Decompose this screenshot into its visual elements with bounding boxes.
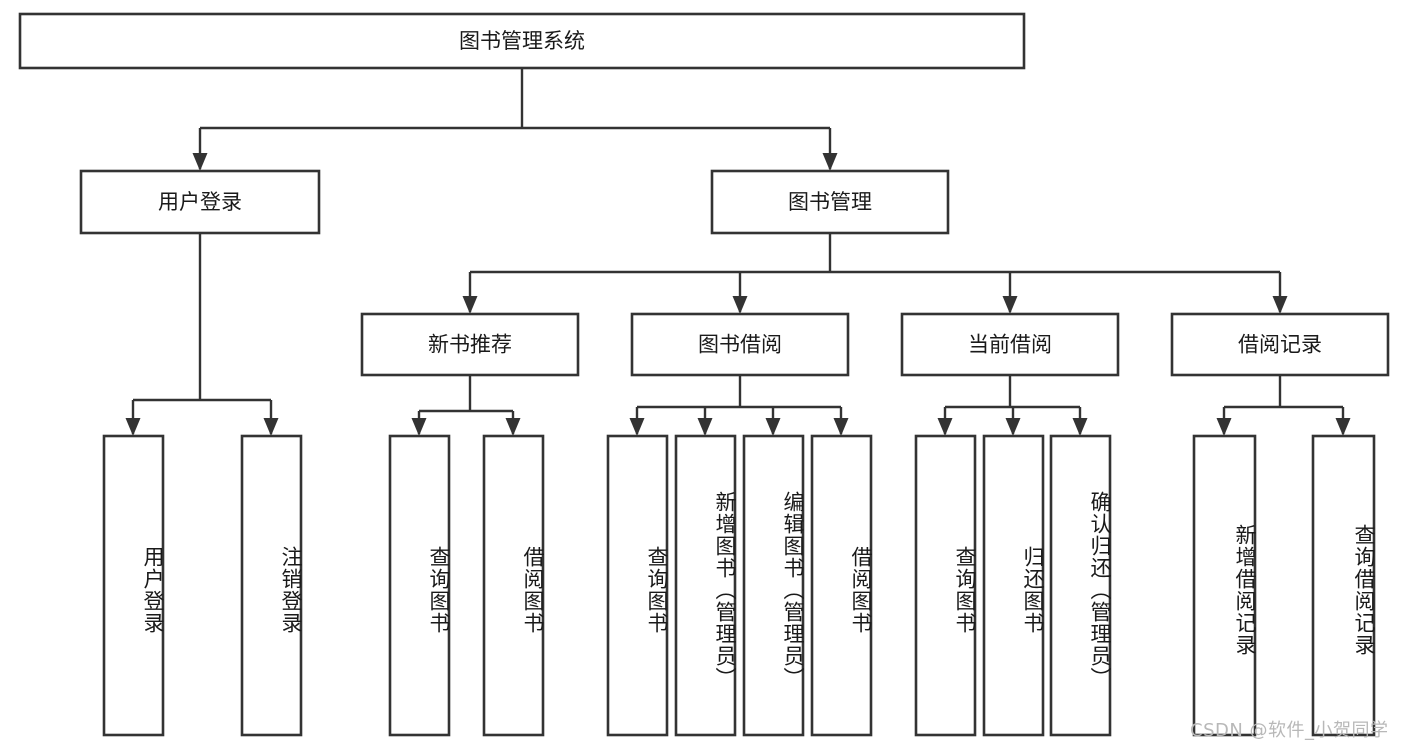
node-user-login-label: 用户登录 bbox=[158, 190, 242, 214]
arrow-head bbox=[697, 418, 713, 436]
arrow-head bbox=[1002, 296, 1018, 314]
arrow-head bbox=[822, 153, 838, 171]
arrow-head bbox=[505, 418, 521, 436]
arrow-head bbox=[263, 418, 279, 436]
node-book-manage[interactable] bbox=[710, 169, 950, 235]
node-leaf-edit-book[interactable] bbox=[742, 434, 805, 737]
connector-group-root-bus bbox=[192, 68, 838, 171]
node-new-book-recommend-label: 新书推荐 bbox=[428, 333, 512, 357]
connector-group-user-login-bus bbox=[125, 233, 279, 436]
arrow-head bbox=[629, 418, 645, 436]
connector-group-current-borrow-bus bbox=[937, 375, 1088, 436]
node-leaf-query-book-3[interactable] bbox=[914, 434, 977, 737]
node-leaf-add-book[interactable] bbox=[674, 434, 737, 737]
boxes-layer bbox=[18, 12, 1390, 737]
arrow-head bbox=[411, 418, 427, 436]
node-borrow-record[interactable] bbox=[1170, 312, 1390, 377]
node-leaf-query-book-2[interactable] bbox=[606, 434, 669, 737]
node-user-login[interactable] bbox=[79, 169, 321, 235]
node-leaf-user-login[interactable] bbox=[102, 434, 165, 737]
node-borrow-record-label: 借阅记录 bbox=[1238, 333, 1322, 357]
arrow-head bbox=[833, 418, 849, 436]
arrow-head bbox=[937, 418, 953, 436]
csdn-watermark: CSDN @软件_小贺同学 bbox=[1190, 720, 1389, 741]
connector-group-new-book-bus bbox=[411, 375, 521, 436]
node-leaf-query-book-1[interactable] bbox=[388, 434, 451, 737]
node-leaf-add-record[interactable] bbox=[1192, 434, 1257, 737]
connectors-layer bbox=[125, 68, 1351, 436]
node-leaf-logout[interactable] bbox=[240, 434, 303, 737]
arrow-head bbox=[765, 418, 781, 436]
node-current-borrow[interactable] bbox=[900, 312, 1120, 377]
arrow-head bbox=[462, 296, 478, 314]
arrow-head bbox=[1216, 418, 1232, 436]
arrow-head bbox=[1272, 296, 1288, 314]
node-leaf-borrow-book-1[interactable] bbox=[482, 434, 545, 737]
node-root[interactable] bbox=[18, 12, 1026, 70]
node-book-borrow[interactable] bbox=[630, 312, 850, 377]
node-leaf-return-book[interactable] bbox=[982, 434, 1045, 737]
arrow-head bbox=[732, 296, 748, 314]
connector-group-book-borrow-bus bbox=[629, 375, 849, 436]
node-root-label: 图书管理系统 bbox=[459, 29, 585, 53]
arrow-head bbox=[1335, 418, 1351, 436]
node-leaf-query-record[interactable] bbox=[1311, 434, 1376, 737]
node-current-borrow-label: 当前借阅 bbox=[968, 333, 1052, 357]
node-leaf-confirm-return[interactable] bbox=[1049, 434, 1112, 737]
node-new-book-recommend[interactable] bbox=[360, 312, 580, 377]
arrow-head bbox=[125, 418, 141, 436]
connector-group-borrow-record-bus bbox=[1216, 375, 1351, 436]
arrow-head bbox=[1072, 418, 1088, 436]
node-book-borrow-label: 图书借阅 bbox=[698, 333, 782, 357]
connector-group-book-manage-bus bbox=[462, 233, 1288, 314]
arrow-head bbox=[1005, 418, 1021, 436]
node-book-manage-label: 图书管理 bbox=[788, 190, 872, 214]
arrow-head bbox=[192, 153, 208, 171]
node-leaf-borrow-book-2[interactable] bbox=[810, 434, 873, 737]
